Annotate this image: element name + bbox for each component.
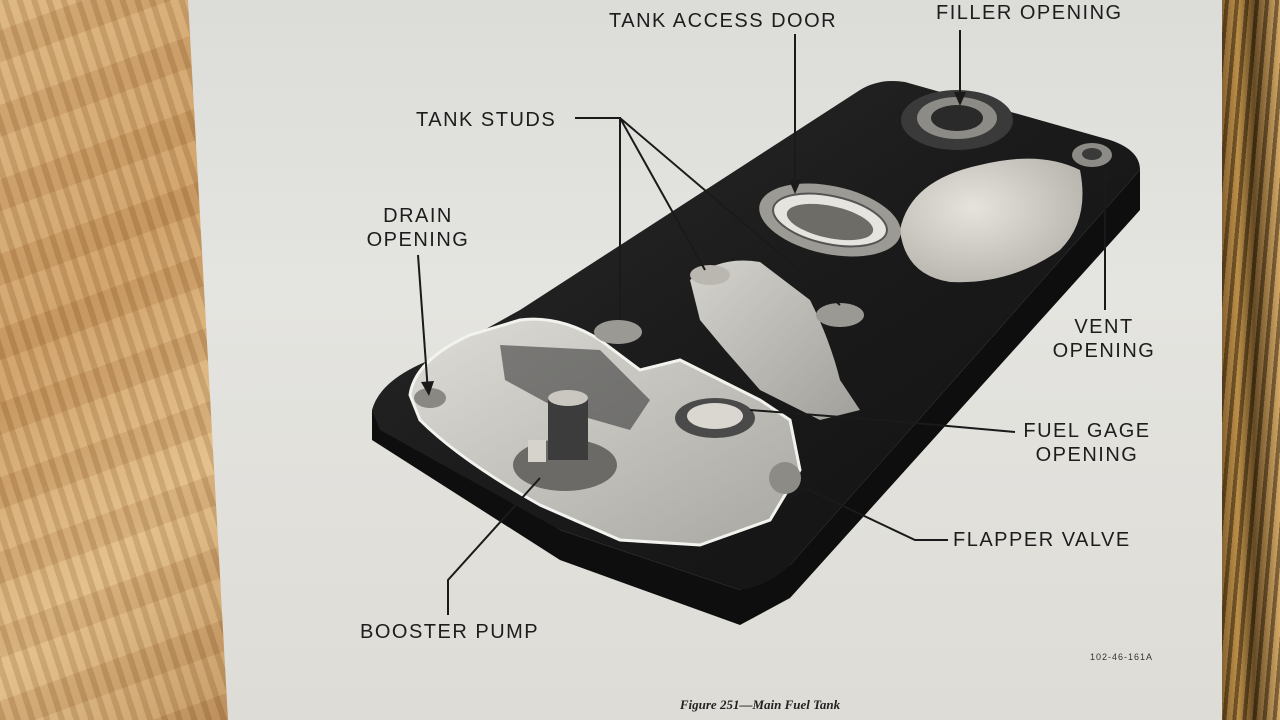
label-vent-opening: VENT OPENING — [1047, 315, 1161, 363]
tank-cutaway-dome — [900, 158, 1083, 283]
label-flapper-valve: FLAPPER VALVE — [953, 529, 1131, 551]
fuel-gage-opening — [675, 398, 755, 438]
label-filler-opening: FILLER OPENING — [936, 2, 1123, 24]
arrowhead-tank-access-door — [789, 180, 801, 194]
label-drain-opening-line2: OPENING — [366, 229, 470, 251]
vent-opening — [1072, 143, 1112, 167]
tank-stud — [594, 320, 642, 344]
label-fuel-gage-opening-line2: OPENING — [1035, 444, 1139, 466]
internal-baffle — [500, 345, 650, 430]
figure-caption: Figure 251—Main Fuel Tank — [679, 697, 841, 712]
leader-fuel-gage-opening — [749, 409, 1016, 433]
leader-flapper-valve — [804, 487, 948, 541]
arrowhead-drain-opening — [421, 381, 434, 396]
label-tank-access-door: TANK ACCESS DOOR — [609, 10, 838, 32]
label-drain-opening: DRAIN OPENING — [366, 204, 470, 252]
leader-tank-studs — [575, 117, 841, 320]
leader-lines — [417, 30, 1106, 615]
tank-cutaway-middle — [690, 260, 860, 420]
flapper-valve — [769, 462, 801, 494]
label-fuel-gage-opening: FUEL GAGE OPENING — [1017, 419, 1157, 467]
tank-stud — [690, 265, 730, 285]
wood-background-right — [1215, 0, 1280, 720]
tank-stud — [816, 303, 864, 327]
label-vent-opening-line2: OPENING — [1052, 340, 1156, 362]
arrowhead-vent-opening — [1099, 166, 1111, 180]
plate-code: 102-46-161A — [1090, 652, 1154, 662]
arrowhead-filler-opening — [954, 92, 966, 106]
filler-opening — [901, 90, 1013, 150]
leader-booster-pump — [447, 477, 541, 615]
label-drain-opening-line1: DRAIN — [383, 205, 453, 227]
tank-access-door — [759, 183, 901, 257]
label-vent-opening-line1: VENT — [1074, 316, 1134, 338]
label-tank-studs: TANK STUDS — [416, 109, 557, 131]
drain-opening — [414, 388, 446, 408]
label-booster-pump: BOOSTER PUMP — [360, 621, 540, 643]
leader-arrowheads — [421, 92, 1111, 396]
leader-drain-opening — [417, 254, 429, 393]
label-fuel-gage-opening-line1: FUEL GAGE — [1023, 420, 1151, 442]
